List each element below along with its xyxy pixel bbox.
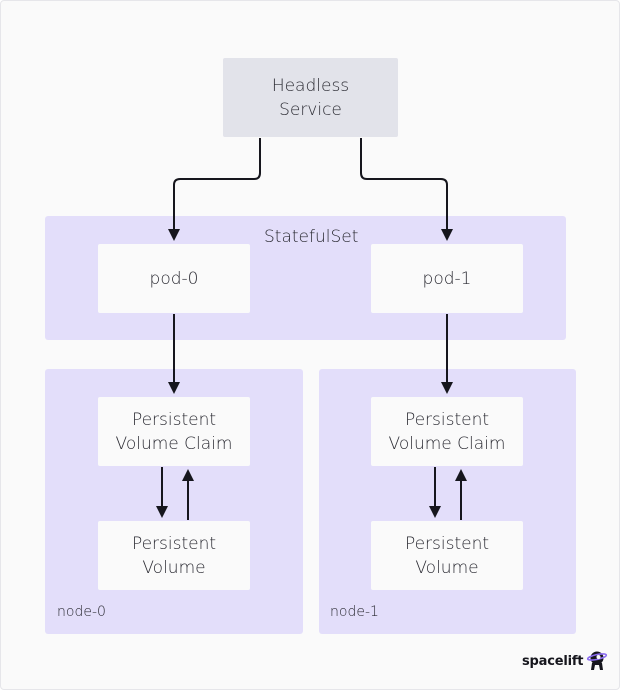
node-0-label: node-0 [57,604,106,620]
headless-service-text: Headless Service [271,75,350,120]
pod-1-box: pod-1 [371,244,523,313]
edge-service-to-pod-1 [360,138,448,231]
pvc-0-box: Persistent Volume Claim [98,397,250,466]
statefulset-label: StatefulSet [264,227,359,247]
headless-service-box: Headless Service [223,58,398,137]
edge-service-to-pod-1-head [441,229,453,241]
astronaut-icon [587,651,608,670]
edge-service-to-pod-0-head [168,229,180,241]
pod-0-box: pod-0 [98,244,250,313]
edge-pod-0-to-pvc-0-head [168,382,180,394]
pv-1-text: Persistent Volume [404,533,490,578]
node-1-label: node-1 [330,604,379,620]
pvc-1-box: Persistent Volume Claim [371,397,523,466]
pv-1-box: Persistent Volume [371,521,523,590]
edge-pod-1-to-pvc-1-head [441,382,453,394]
edge-service-to-pod-0 [173,138,261,231]
pv-0-box: Persistent Volume [98,521,250,590]
pod-1-text: pod-1 [422,268,472,289]
spacelift-logo: spacelift [522,649,609,673]
pvc-0-text: Persistent Volume Claim [115,409,233,454]
spacelift-logo-text: spacelift [522,653,584,669]
pod-0-text: pod-0 [149,268,199,289]
pv-0-text: Persistent Volume [131,533,217,578]
pvc-1-text: Persistent Volume Claim [388,409,506,454]
